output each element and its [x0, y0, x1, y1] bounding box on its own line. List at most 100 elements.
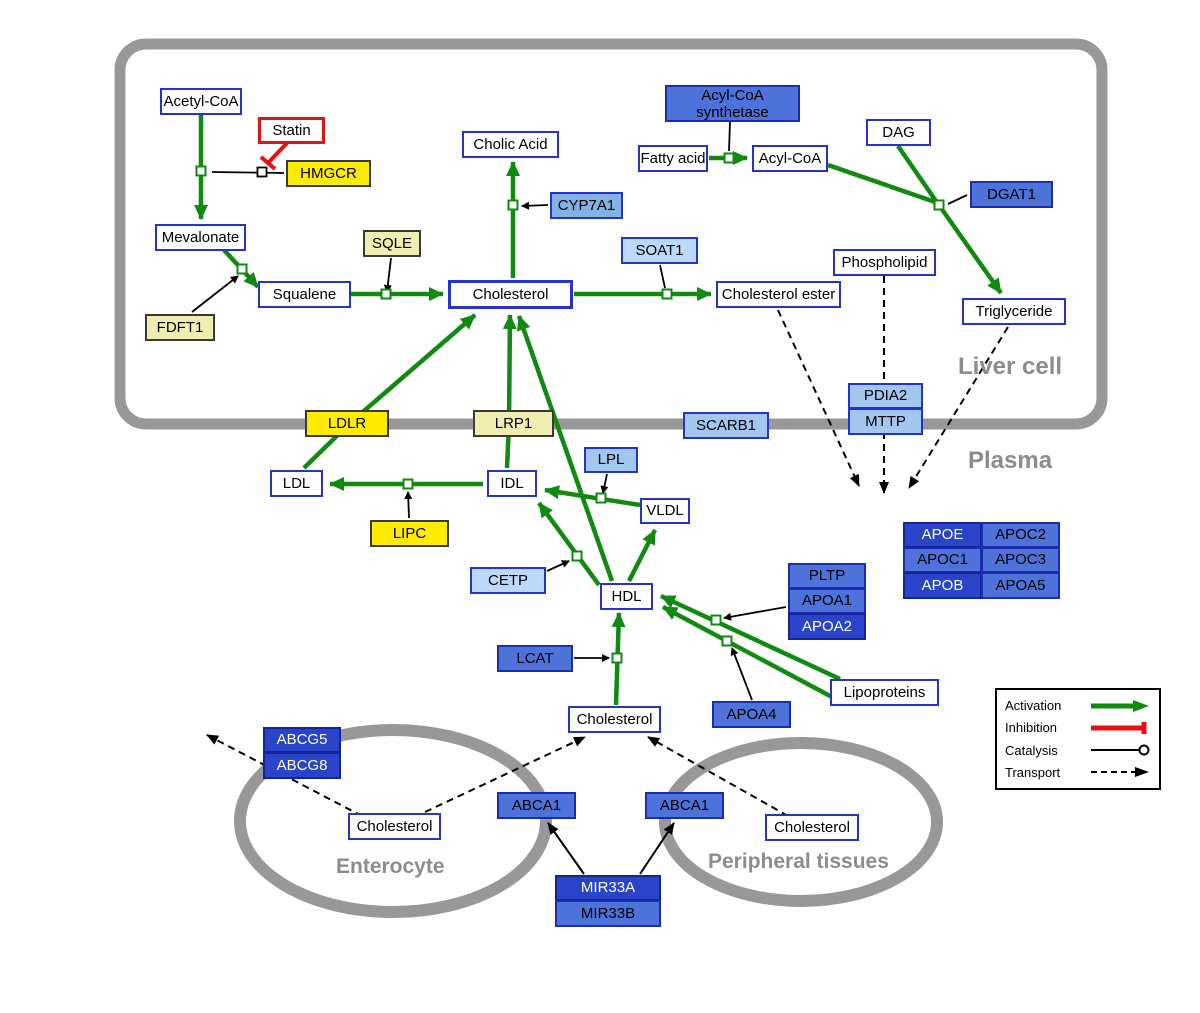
- node-pltp[interactable]: PLTP: [788, 563, 866, 589]
- peripheral-tissues-label: Peripheral tissues: [708, 850, 889, 873]
- transport-enterocyte-abca1: [424, 736, 586, 813]
- inhibition-statin-bar: [259, 155, 277, 171]
- node-apoa4[interactable]: APOA4: [712, 701, 791, 728]
- node-scarb1[interactable]: SCARB1: [683, 412, 769, 439]
- catalysis-dgat1: [947, 194, 968, 205]
- catalysis-lpl: [600, 473, 609, 494]
- node-hdl[interactable]: HDL: [600, 583, 653, 610]
- node-squalene[interactable]: Squalene: [258, 281, 351, 308]
- edge-dgat1-triglyceride: [939, 206, 1003, 295]
- catalysis-cetp: [546, 560, 570, 572]
- edge-idl-lrp1-cholesterol: [502, 314, 517, 469]
- node-mttp[interactable]: MTTP: [848, 408, 923, 435]
- node-vldl[interactable]: VLDL: [640, 498, 690, 524]
- node-ldl[interactable]: LDL: [270, 470, 323, 497]
- node-cyp7a1[interactable]: CYP7A1: [550, 192, 623, 219]
- edge-dag-dgat1: [896, 144, 938, 203]
- node-dgat1[interactable]: DGAT1: [970, 181, 1053, 208]
- node-apoc3[interactable]: APOC3: [981, 547, 1060, 573]
- node-cholesterol-plasma[interactable]: Cholesterol: [568, 706, 661, 733]
- mir33-to-abca1-left: [547, 822, 585, 875]
- node-cholesterol-enterocyte[interactable]: Cholesterol: [348, 813, 441, 840]
- legend-transport-label: Transport: [1005, 764, 1061, 780]
- catalysis-lipc: [404, 491, 413, 519]
- node-dag[interactable]: DAG: [866, 119, 931, 146]
- legend: Activation Inhibition Catalysis Transpor…: [995, 688, 1161, 790]
- transport-triglyceride-plasma: [908, 326, 1009, 489]
- transport-peripheral-abca1: [647, 736, 789, 817]
- enterocyte-membrane: [234, 724, 552, 918]
- node-mir33a[interactable]: MIR33A: [555, 875, 661, 901]
- node-cholesterol-liver[interactable]: Cholesterol: [448, 280, 573, 309]
- catalysis-edges: [191, 121, 968, 701]
- node-idl[interactable]: IDL: [487, 470, 537, 497]
- inhibition-statin-line: [266, 141, 289, 165]
- node-acyl-coa[interactable]: Acyl-CoA: [752, 145, 828, 172]
- edge-hdl-idl-cetp: [537, 501, 601, 587]
- legend-row-inhibition: Inhibition: [1005, 717, 1151, 738]
- node-mir33b[interactable]: MIR33B: [555, 900, 661, 927]
- catalysis-acylcoa-synthetase: [728, 121, 731, 152]
- node-cetp[interactable]: CETP: [470, 567, 546, 594]
- edge-lipoproteins-hdl-lower: [661, 605, 834, 699]
- legend-row-activation: Activation: [1005, 695, 1151, 716]
- catalysis-sqle: [383, 257, 392, 293]
- node-apoe[interactable]: APOE: [903, 522, 982, 548]
- catalysis-soat1: [659, 264, 666, 289]
- plasma-label: Plasma: [968, 447, 1053, 474]
- inhibition-tbar-icon: [1091, 721, 1147, 734]
- liver-cell-membrane: [114, 38, 1108, 430]
- node-apob[interactable]: APOB: [903, 572, 982, 599]
- node-acyl-coa-synthetase[interactable]: Acyl-CoA synthetase: [665, 85, 800, 122]
- node-hmgcr[interactable]: HMGCR: [286, 160, 371, 187]
- node-ldlr[interactable]: LDLR: [305, 410, 389, 437]
- node-lipoproteins[interactable]: Lipoproteins: [830, 679, 939, 706]
- node-pdia2[interactable]: PDIA2: [848, 383, 923, 409]
- enterocyte-label: Enterocyte: [336, 855, 445, 878]
- node-lrp1[interactable]: LRP1: [473, 410, 554, 437]
- node-triglyceride[interactable]: Triglyceride: [962, 298, 1066, 325]
- node-abca1-right[interactable]: ABCA1: [645, 792, 724, 819]
- edge-hdl-vldl: [626, 528, 658, 583]
- peripheral-tissues-membrane: [659, 737, 943, 907]
- node-statin[interactable]: Statin: [258, 117, 325, 144]
- node-abca1-left[interactable]: ABCA1: [497, 792, 576, 819]
- node-lcat[interactable]: LCAT: [497, 645, 573, 672]
- transport-dashed-arrow-icon: [1091, 767, 1149, 778]
- edge-lipoproteins-hdl-upper: [660, 593, 841, 682]
- catalysis-port-hmgcr: [256, 166, 268, 178]
- node-cholesterol-ester[interactable]: Cholesterol ester: [716, 281, 841, 308]
- legend-activation-label: Activation: [1005, 698, 1062, 713]
- legend-row-catalysis: Catalysis: [1005, 740, 1151, 761]
- legend-catalysis-label: Catalysis: [1005, 742, 1058, 758]
- catalysis-cyp7a1: [521, 201, 549, 210]
- node-soat1[interactable]: SOAT1: [621, 237, 698, 264]
- liver-cell-label: Liver cell: [958, 353, 1063, 380]
- mir33-to-abca1-right: [639, 822, 675, 875]
- inhibition-edge: [259, 141, 289, 171]
- node-apoa5[interactable]: APOA5: [981, 572, 1060, 599]
- node-cholic-acid[interactable]: Cholic Acid: [462, 131, 559, 158]
- node-phospholipid[interactable]: Phospholipid: [833, 249, 936, 276]
- catalysis-fdft1: [191, 275, 239, 313]
- node-abcg5[interactable]: ABCG5: [263, 727, 341, 753]
- node-sqle[interactable]: SQLE: [363, 230, 421, 257]
- legend-row-transport: Transport: [1005, 762, 1151, 783]
- node-mevalonate[interactable]: Mevalonate: [155, 224, 246, 251]
- node-fatty-acid[interactable]: Fatty acid: [638, 145, 708, 172]
- node-abcg8[interactable]: ABCG8: [263, 752, 341, 779]
- node-fdft1[interactable]: FDFT1: [145, 314, 215, 341]
- node-apoa2[interactable]: APOA2: [788, 613, 866, 640]
- node-cholesterol-peripheral[interactable]: Cholesterol: [765, 814, 859, 841]
- catalysis-apoa4: [730, 647, 753, 701]
- node-apoc2[interactable]: APOC2: [981, 522, 1060, 548]
- edge-ldl-ldlr-cholesterol: [302, 313, 477, 470]
- node-lipc[interactable]: LIPC: [370, 520, 449, 547]
- node-acetyl-coa[interactable]: Acetyl-CoA: [160, 88, 242, 115]
- edge-vldl-idl: [544, 485, 641, 508]
- reaction-nodes: [195, 152, 945, 664]
- node-apoc1[interactable]: APOC1: [903, 547, 982, 573]
- node-apoa1[interactable]: APOA1: [788, 588, 866, 614]
- node-lpl[interactable]: LPL: [584, 447, 638, 473]
